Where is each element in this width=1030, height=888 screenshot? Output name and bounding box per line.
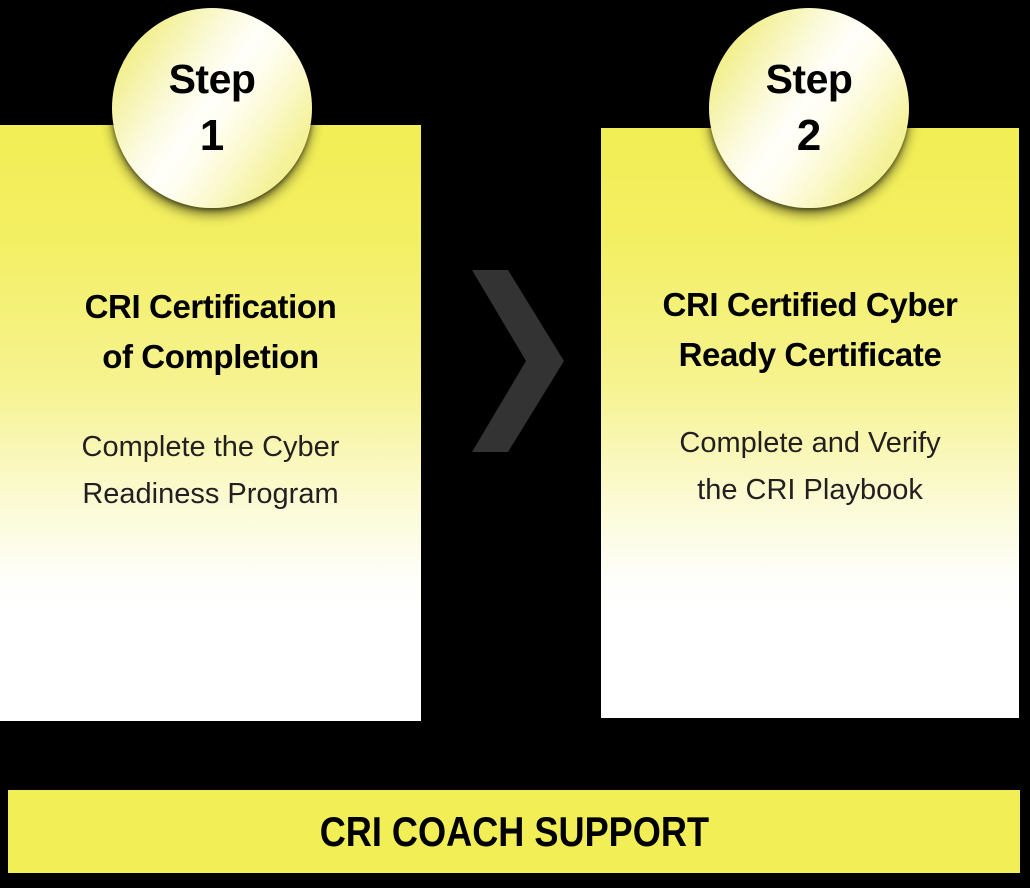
step-card-2-title: CRI Certified Cyber Ready Certificate bbox=[662, 286, 958, 374]
step-badge-2-number: 2 bbox=[796, 110, 822, 160]
coach-support-banner-label: CRI COACH SUPPORT bbox=[319, 807, 709, 855]
step-card-2: CRI Certified Cyber Ready Certificate Co… bbox=[601, 128, 1019, 718]
step-card-1: CRI Certification of Completion Complete… bbox=[0, 125, 421, 721]
step-badge-1-label: Step bbox=[168, 55, 256, 102]
step-badge-1-number: 1 bbox=[199, 110, 225, 160]
step-badge-2: Step 2 bbox=[709, 8, 909, 208]
step-badge-1: Step 1 bbox=[112, 8, 312, 208]
chevron-right-icon bbox=[472, 270, 564, 452]
step-card-1-body: Complete the Cyber Readiness Program bbox=[81, 431, 340, 511]
step-card-2-content: CRI Certified Cyber Ready Certificate Co… bbox=[601, 128, 1019, 514]
coach-support-banner: CRI COACH SUPPORT bbox=[8, 790, 1020, 873]
step-card-1-content: CRI Certification of Completion Complete… bbox=[0, 125, 421, 518]
step-card-1-title: CRI Certification of Completion bbox=[84, 288, 337, 376]
step-card-2-body: Complete and Verify the CRI Playbook bbox=[679, 427, 941, 507]
step-badge-2-label: Step bbox=[765, 55, 853, 102]
